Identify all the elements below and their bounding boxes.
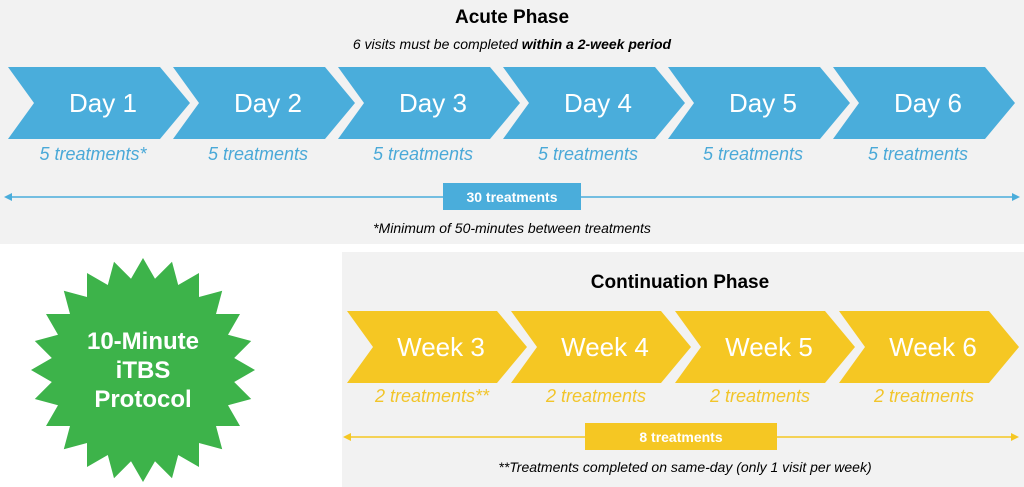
day-treatment-count: 5 treatments — [702, 144, 804, 164]
week-label: Week 6 — [889, 331, 977, 362]
continuation-total-badge: 8 treatments — [585, 423, 777, 450]
day-chevron: Day 5 — [668, 67, 850, 139]
day-chevron: Day 6 — [833, 67, 1015, 139]
day-treatment-count: 5 treatments* — [39, 144, 147, 164]
protocol-badge: 10-Minute iTBS Protocol — [28, 255, 258, 485]
week-treatment-count: 2 treatments — [545, 386, 647, 406]
continuation-footnote: **Treatments completed on same-day (only… — [498, 459, 872, 475]
week-treatment-count: 2 treatments** — [374, 386, 490, 406]
acute-subtitle-bold: within a 2-week period — [521, 36, 672, 52]
week-chevron: Week 3 — [347, 311, 527, 383]
acute-phase-subtitle: 6 visits must be completed within a 2-we… — [262, 36, 762, 52]
day-label: Day 2 — [234, 87, 302, 118]
day-treatment-count: 5 treatments — [537, 144, 639, 164]
day-treatment-count: 5 treatments — [867, 144, 969, 164]
week-chevron: Week 4 — [511, 311, 691, 383]
day-chevron: Day 2 — [173, 67, 355, 139]
week-label: Week 3 — [397, 331, 485, 362]
starburst-badge-shape — [31, 258, 255, 482]
acute-phase-title: Acute Phase — [454, 7, 570, 28]
day-label: Day 4 — [564, 87, 632, 118]
week-treatment-count: 2 treatments — [873, 386, 975, 406]
day-treatment-count: 5 treatments — [207, 144, 309, 164]
protocol-line-1: 10-Minute — [86, 327, 199, 355]
day-label: Day 1 — [69, 87, 137, 118]
day-chevron: Day 3 — [338, 67, 520, 139]
week-treatment-count: 2 treatments — [709, 386, 811, 406]
day-chevron: Day 1 — [8, 67, 190, 139]
week-label: Week 5 — [725, 331, 813, 362]
acute-footnote: *Minimum of 50-minutes between treatment… — [373, 220, 651, 236]
acute-total-badge: 30 treatments — [443, 183, 581, 210]
day-label: Day 3 — [399, 87, 467, 118]
day-chevron: Day 4 — [503, 67, 685, 139]
week-chevron: Week 5 — [675, 311, 855, 383]
day-label: Day 6 — [894, 87, 962, 118]
starburst-shape — [31, 258, 255, 482]
day-treatment-count: 5 treatments — [372, 144, 474, 164]
week-chevron: Week 6 — [839, 311, 1019, 383]
protocol-line-2: iTBS — [115, 356, 171, 384]
protocol-line-3: Protocol — [94, 385, 192, 413]
continuation-phase-title: Continuation Phase — [590, 272, 770, 293]
acute-subtitle-text: 6 visits must be completed — [352, 36, 522, 52]
day-label: Day 5 — [729, 87, 797, 118]
week-label: Week 4 — [561, 331, 649, 362]
